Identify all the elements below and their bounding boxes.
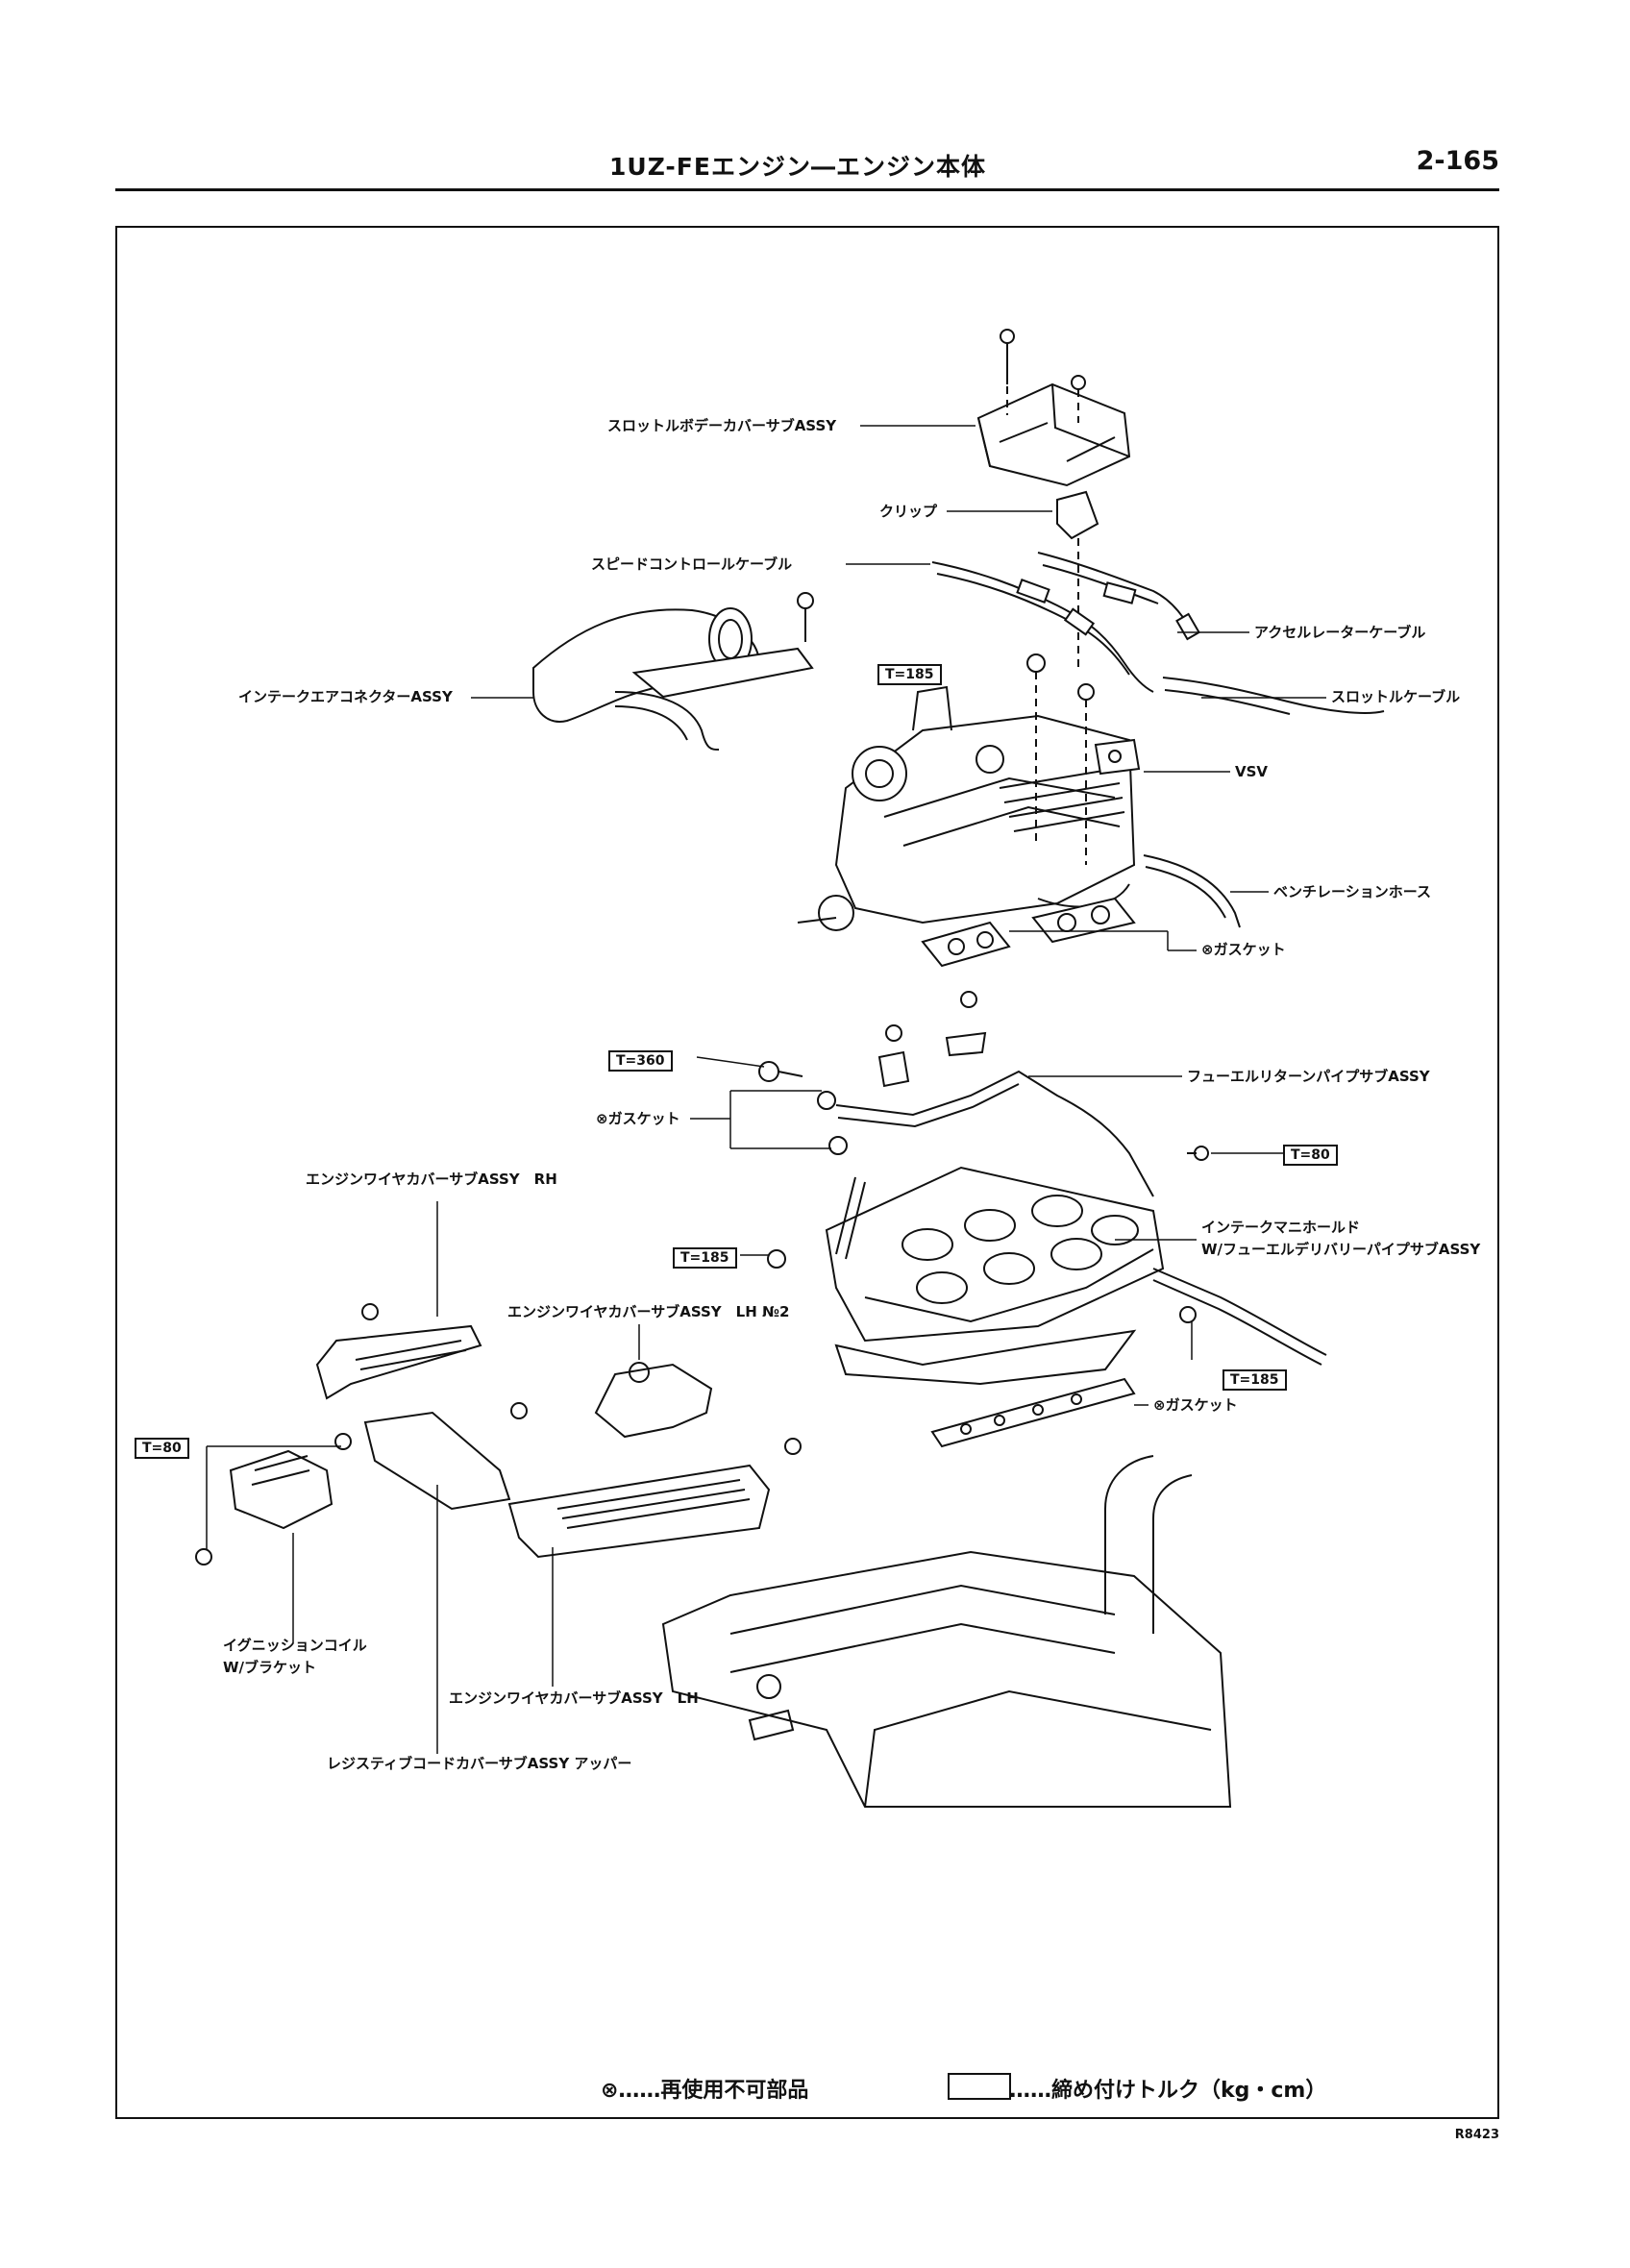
- label-wire-cover-lh2: エンジンワイヤカバーサブASSY LH №2: [507, 1303, 790, 1320]
- label-vsv: VSV: [1235, 763, 1269, 780]
- torque-union-bolt: T=360: [608, 1050, 673, 1072]
- label-resistive-cord-cover: レジスティブコードカバーサブASSY アッパー: [327, 1755, 632, 1772]
- label-clip: クリップ: [879, 503, 938, 520]
- wire-cover-lh-drawing: [363, 1411, 802, 1559]
- page-number: 2-165: [1416, 146, 1499, 176]
- legend-torque-box: [948, 2073, 1011, 2100]
- vsv-drawing: [1094, 738, 1141, 776]
- label-gasket-bottom: ⊗ガスケット: [1153, 1396, 1238, 1414]
- intake-air-connector-drawing: [532, 592, 814, 751]
- legend-torque: ……締め付けトルク（kg・cm）: [1009, 2079, 1327, 2103]
- torque-manifold-right: T=185: [1222, 1369, 1287, 1391]
- label-throttle-body-cover: スロットルボデーカバーサブASSY: [607, 417, 837, 434]
- throttle-body-cover-drawing: [976, 329, 1131, 487]
- label-throttle-cable: スロットルケーブル: [1331, 688, 1461, 705]
- leader-lines: [206, 425, 1326, 1754]
- non-reusable-icon: ⊗: [596, 1110, 608, 1127]
- torque-ignition-coil: T=80: [135, 1438, 189, 1459]
- label-intake-manifold: インテークマニホールド: [1201, 1219, 1361, 1236]
- figure-code: R8423: [1454, 2128, 1499, 2142]
- engine-block-drawing: [661, 1455, 1232, 1808]
- intake-manifold-drawing: [767, 1166, 1327, 1386]
- cables-drawing: [931, 552, 1385, 715]
- ventilation-hose-drawing: [1143, 854, 1241, 928]
- non-reusable-icon: ⊗: [1201, 941, 1214, 958]
- torque-fuel-return: T=80: [1283, 1145, 1338, 1166]
- diagram-frame: [115, 226, 1499, 2119]
- label-speed-control-cable: スピードコントロールケーブル: [591, 555, 793, 573]
- legend-non-reusable: ⊗……再使用不可部品: [601, 2079, 809, 2103]
- page-title: 1UZ-FEエンジン―エンジン本体: [609, 153, 986, 181]
- label-intake-manifold-sub: W/フューエルデリバリーパイプサブASSY: [1201, 1241, 1481, 1258]
- label-intake-air-connector: インテークエアコネクターASSY: [238, 688, 453, 705]
- wire-cover-rh-drawing: [315, 1303, 482, 1400]
- throttle-body-drawing: [797, 653, 1136, 931]
- label-gasket-mid: ⊗ガスケット: [596, 1110, 680, 1127]
- label-fuel-return-pipe: フューエルリターンパイプサブASSY: [1187, 1068, 1430, 1085]
- torque-manifold-left: T=185: [673, 1247, 737, 1269]
- label-ignition-coil-bracket: W/ブラケット: [223, 1659, 317, 1676]
- label-ventilation-hose: ベンチレーションホース: [1273, 883, 1431, 900]
- fuel-return-pipe-drawing: [758, 991, 1209, 1197]
- label-ignition-coil: イグニッションコイル: [223, 1637, 367, 1654]
- non-reusable-icon: ⊗: [1153, 1396, 1166, 1414]
- label-gasket-top: ⊗ガスケット: [1201, 941, 1286, 958]
- ignition-coil-drawing: [195, 1433, 352, 1565]
- gasket-bottom-drawing: [930, 1377, 1136, 1448]
- clip-drawing: [1056, 490, 1099, 673]
- wire-cover-lh2-drawing: [510, 1362, 713, 1439]
- label-accelerator-cable: アクセルレーターケーブル: [1254, 624, 1426, 641]
- torque-throttle-body: T=185: [877, 664, 942, 685]
- label-wire-cover-rh: エンジンワイヤカバーサブASSY RH: [306, 1171, 557, 1188]
- header-rule: [115, 188, 1499, 191]
- label-wire-cover-lh: エンジンワイヤカバーサブASSY LH: [449, 1689, 699, 1707]
